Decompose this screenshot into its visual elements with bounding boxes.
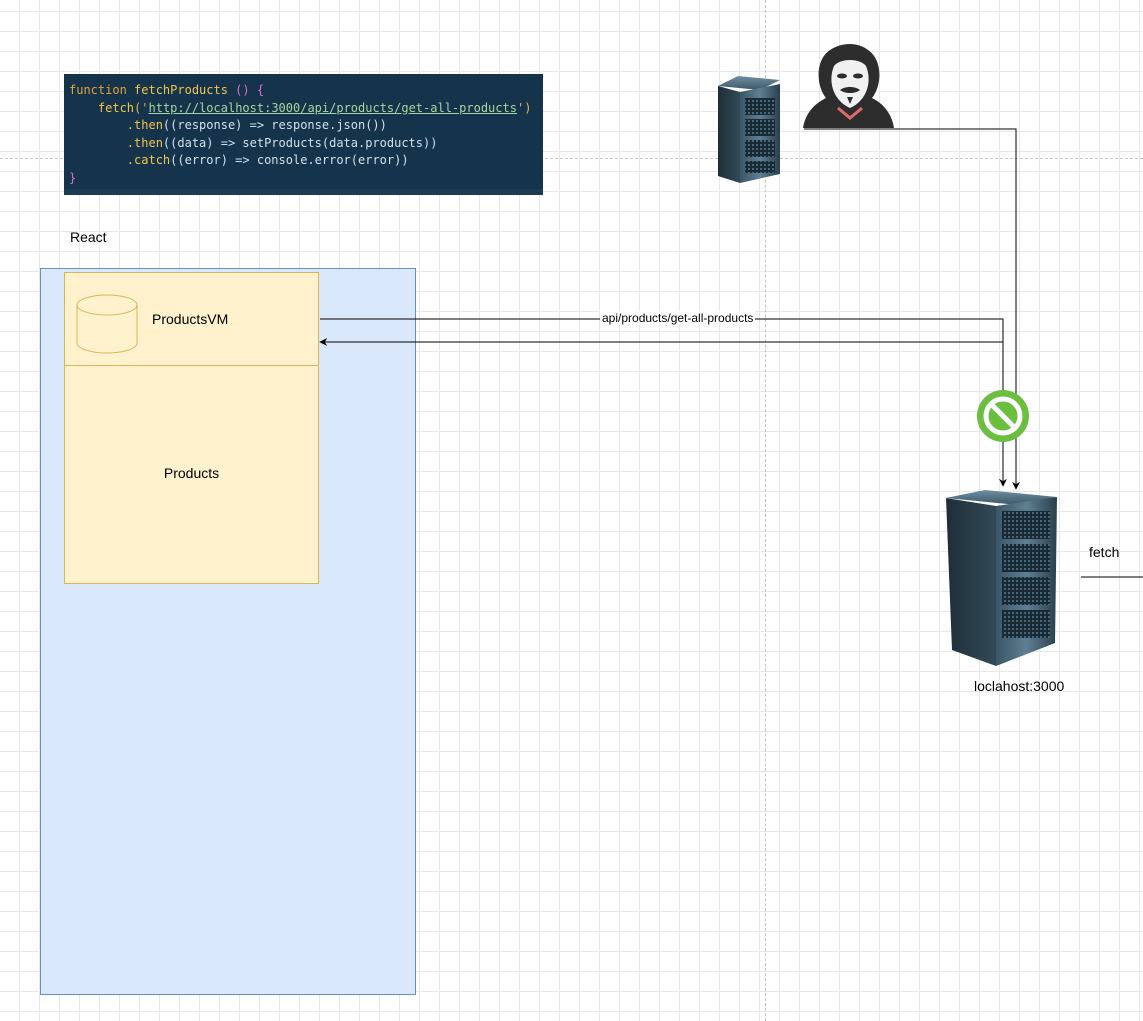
request-edge[interactable] <box>320 318 1007 487</box>
code-token: () { <box>227 83 265 97</box>
code-token: ( <box>134 100 142 115</box>
code-token: .then <box>126 118 163 133</box>
products-label: Products <box>163 465 220 481</box>
products-box[interactable] <box>64 365 319 584</box>
page-guide-vertical <box>765 0 766 1021</box>
server-rack-icon[interactable] <box>946 490 1057 666</box>
code-token: ((data) => setProducts(data.products)) <box>162 135 438 150</box>
code-line: .catch((error) => console.error(error)) <box>69 152 543 170</box>
react-label[interactable]: React <box>70 229 107 245</box>
code-token: } <box>69 170 77 185</box>
code-token: .catch <box>126 153 171 168</box>
code-token: ((error) => console.error(error)) <box>170 153 409 168</box>
fetch-label[interactable]: fetch <box>1089 544 1120 560</box>
attacker-edge[interactable] <box>804 128 1020 490</box>
code-token: ) <box>524 100 532 115</box>
request-edge-label[interactable]: api/products/get-all-products <box>600 311 756 325</box>
code-url: http://localhost:3000/api/products/get-a… <box>148 100 517 115</box>
page-guide-horizontal <box>0 158 1143 159</box>
code-token: function <box>69 83 127 97</box>
code-token: fetchProducts <box>134 83 228 97</box>
code-scrollbar <box>64 189 543 195</box>
code-token: ' <box>516 100 525 115</box>
code-token: .then <box>126 135 163 150</box>
code-line: .then((response) => response.json()) <box>69 117 543 135</box>
hacker-icon[interactable] <box>803 44 894 128</box>
code-line: function fetchProducts () { <box>69 82 543 100</box>
database-icon <box>76 294 138 354</box>
server-rack-icon[interactable] <box>718 76 780 183</box>
code-token: ' <box>141 100 149 115</box>
server-label[interactable]: loclahost:3000 <box>974 678 1065 694</box>
blocked-icon[interactable] <box>977 390 1029 442</box>
code-token: ((response) => response.json()) <box>162 118 387 133</box>
code-line: } <box>69 170 543 188</box>
code-snippet: function fetchProducts () { fetch('http:… <box>64 74 543 195</box>
products-vm-label: ProductsVM <box>152 311 229 327</box>
code-token: fetch <box>97 100 135 115</box>
code-line: fetch('http://localhost:3000/api/product… <box>69 100 543 118</box>
code-line: .then((data) => setProducts(data.product… <box>69 135 543 153</box>
